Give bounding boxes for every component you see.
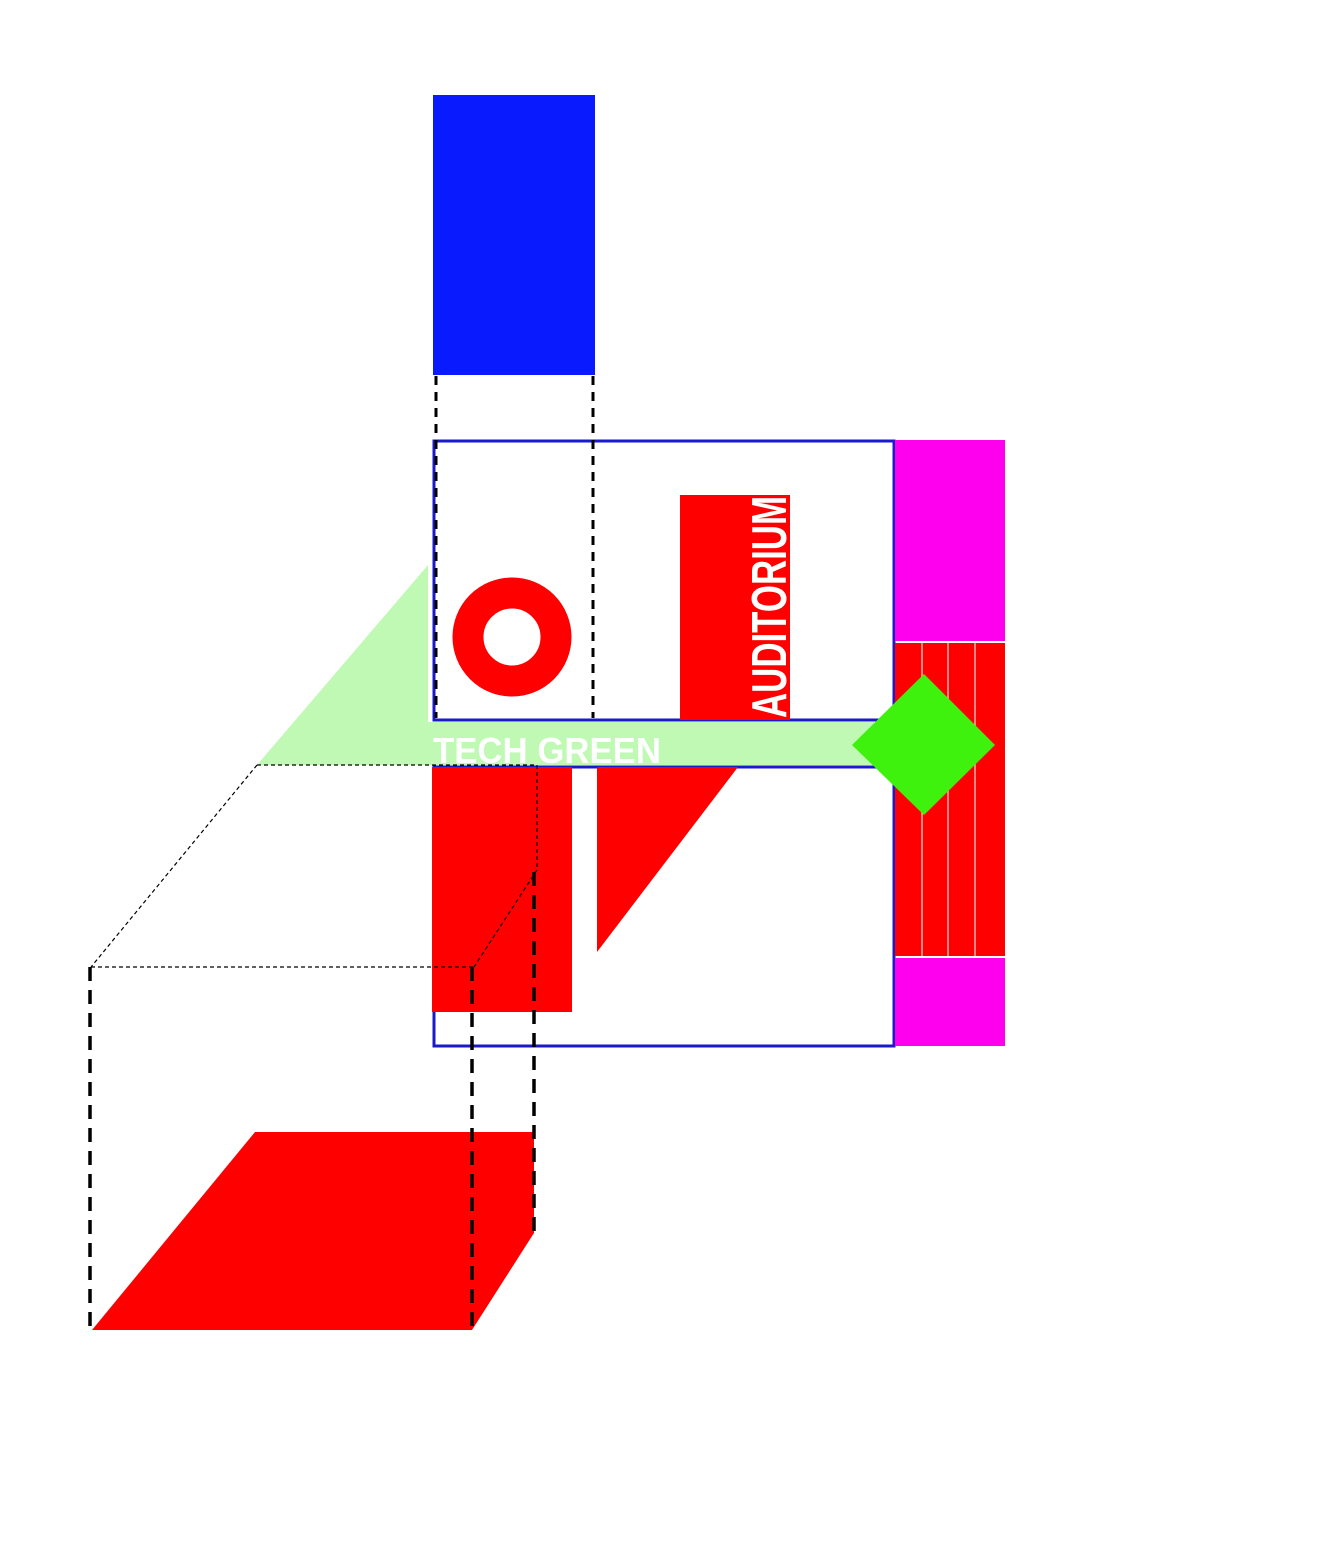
- tech-green-label: TECH GREEN: [433, 730, 661, 771]
- blue-block: [433, 95, 595, 375]
- red-parallelogram: [92, 1132, 534, 1330]
- auditorium-block: [680, 495, 790, 720]
- magenta-block-bottom: [895, 958, 1005, 1046]
- red-ring: [452, 577, 572, 697]
- wireframe-right-diagonal: [473, 869, 538, 968]
- green-diamond: [852, 674, 995, 815]
- tech-green-band: [428, 722, 874, 765]
- upper-compartment-outline: [432, 439, 896, 722]
- wireframe-left-diagonal: [90, 764, 258, 968]
- auditorium-label: AUDITORIUM: [743, 496, 797, 718]
- green-triangle: [257, 565, 428, 765]
- red-block-lower: [432, 767, 572, 1012]
- magenta-block-top: [895, 440, 1005, 641]
- red-triangle: [597, 767, 738, 952]
